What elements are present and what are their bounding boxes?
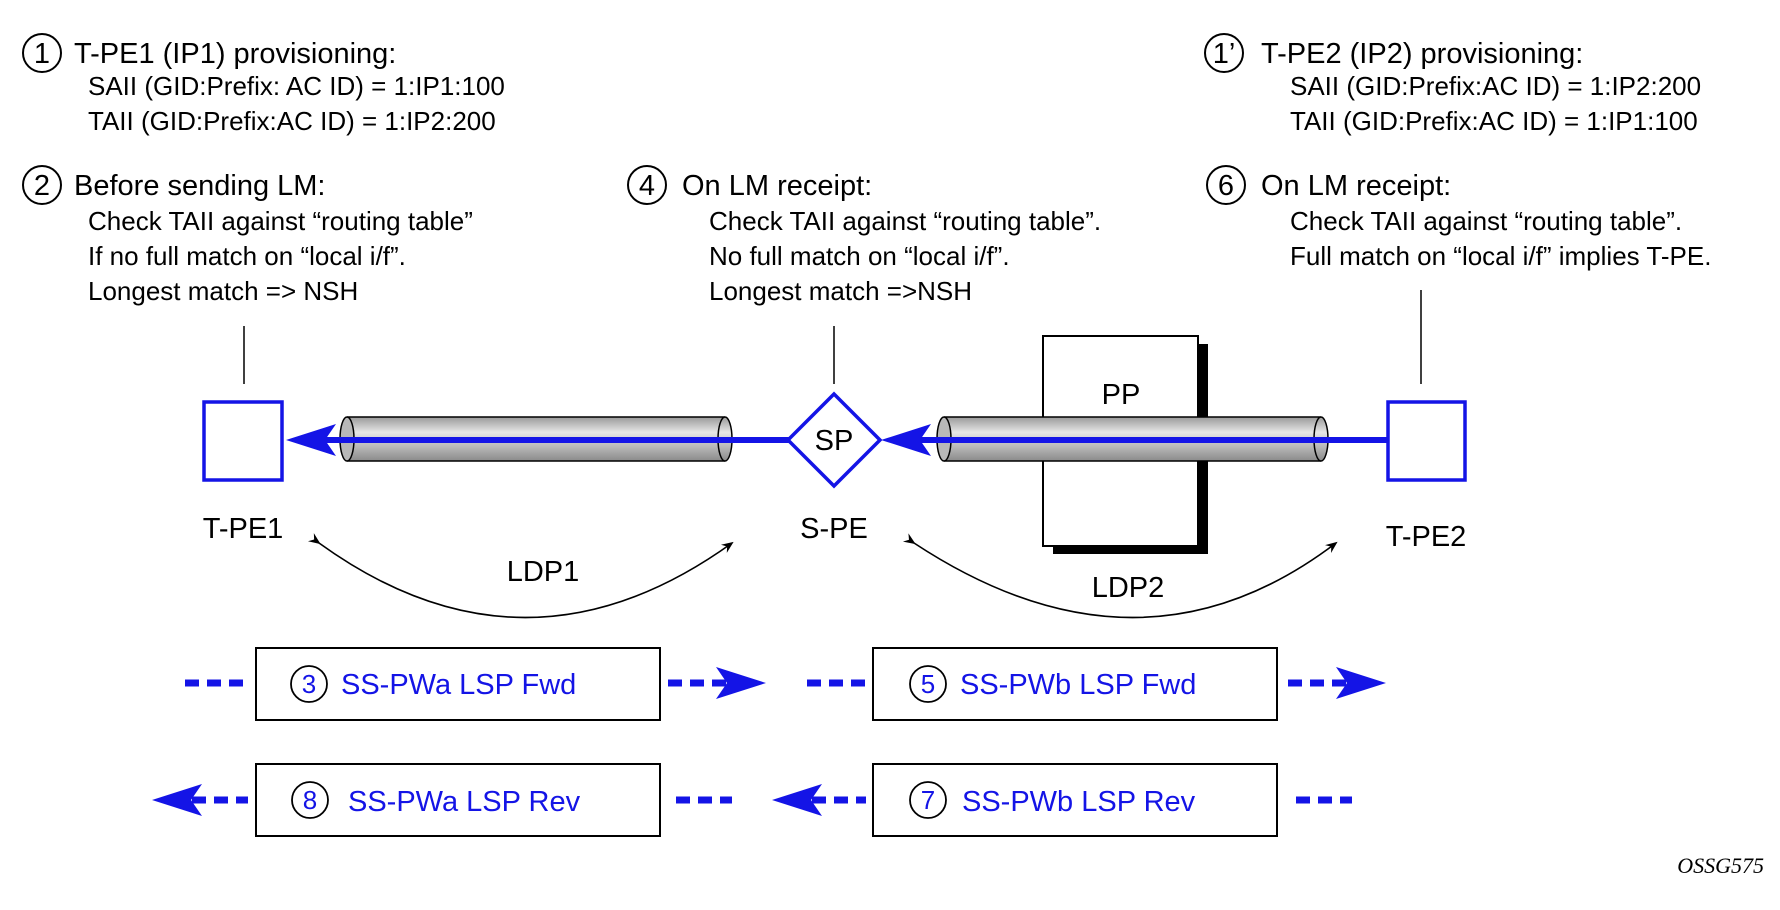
pw-arrowhead-to-spe: [881, 424, 931, 456]
tpe2-label: T-PE2: [1386, 521, 1467, 553]
msg-3-number: 3: [302, 669, 316, 699]
spe-label: S-PE: [800, 513, 868, 545]
step-1prime-number: 1’: [1213, 38, 1236, 70]
msg-3-arrowhead: [716, 667, 766, 699]
tpe1-label: T-PE1: [203, 513, 284, 545]
note-6-line-2: Full match on “local i/f” implies T-PE.: [1290, 241, 1711, 271]
pp-label: PP: [1102, 379, 1141, 411]
step-1-number: 1: [34, 38, 50, 70]
step-6-circle: [1206, 165, 1246, 205]
note-2-line-3: Longest match => NSH: [88, 276, 358, 306]
sp-label: SP: [815, 425, 854, 457]
step-1prime-circle: [1204, 33, 1244, 73]
sp-diamond: [785, 391, 883, 489]
note-4-title: On LM receipt:: [682, 170, 872, 202]
msg-7-box: [872, 763, 1278, 837]
note-4-line-1: Check TAII against “routing table”.: [709, 206, 1101, 236]
ldp1-label: LDP1: [507, 556, 580, 588]
note-2-line-1: Check TAII against “routing table”: [88, 206, 473, 236]
msg-5-label: SS-PWb LSP Fwd: [960, 669, 1196, 701]
step-2-number: 2: [34, 170, 50, 202]
msg-7-arrowhead: [772, 784, 822, 816]
tpe2-node: [1386, 400, 1467, 482]
note-6-tpe2-lm-receipt: 6 On LM receipt: Check TAII against “rou…: [1206, 165, 1711, 271]
sp-node: SP: [785, 391, 883, 489]
msg-7-number: 7: [921, 785, 935, 815]
step-6-number: 6: [1218, 170, 1234, 202]
msg-3-circle: [290, 665, 328, 703]
note-1prime-title: T-PE2 (IP2) provisioning:: [1261, 38, 1583, 70]
message-8-ss-pwa-lsp-rev: 8 SS-PWa LSP Rev: [152, 763, 732, 837]
note-1prime-line-2: TAII (GID:Prefix:AC ID) = 1:IP1:100: [1290, 106, 1698, 136]
note-1-title: T-PE1 (IP1) provisioning:: [74, 38, 396, 70]
msg-8-number: 8: [303, 785, 317, 815]
ldp1-arc: [307, 533, 734, 619]
note-1-line-2: TAII (GID:Prefix:AC ID) = 1:IP2:200: [88, 106, 496, 136]
step-1-circle: [22, 33, 62, 73]
msg-5-box: [872, 647, 1278, 721]
note-4-line-3: Longest match =>NSH: [709, 276, 972, 306]
note-1prime-line-1: SAII (GID:Prefix:AC ID) = 1:IP2:200: [1290, 71, 1701, 101]
note-1-line-1: SAII (GID:Prefix: AC ID) = 1:IP1:100: [88, 71, 505, 101]
figure-id: OSSG575: [1677, 853, 1764, 878]
note-2-before-sending-lm: 2 Before sending LM: Check TAII against …: [22, 165, 473, 306]
step-2-circle: [22, 165, 62, 205]
tpe1-node: [202, 400, 284, 482]
message-3-ss-pwa-lsp-fwd: 3 SS-PWa LSP Fwd: [185, 647, 766, 721]
note-2-line-2: If no full match on “local i/f”.: [88, 241, 406, 271]
note-1-tpe1-provisioning: 1 T-PE1 (IP1) provisioning: SAII (GID:Pr…: [22, 33, 505, 136]
step-4-circle: [627, 165, 667, 205]
message-7-ss-pwb-lsp-rev: 7 SS-PWb LSP Rev: [772, 763, 1352, 837]
msg-7-circle: [909, 781, 947, 819]
msg-8-label: SS-PWa LSP Rev: [348, 786, 581, 818]
msg-8-box: [255, 763, 661, 837]
note-2-title: Before sending LM:: [74, 170, 325, 202]
msg-7-label: SS-PWb LSP Rev: [962, 786, 1196, 818]
msg-5-circle: [909, 665, 947, 703]
message-5-ss-pwb-lsp-fwd: 5 SS-PWb LSP Fwd: [807, 647, 1386, 721]
note-4-spe-lm-receipt: 4 On LM receipt: Check TAII against “rou…: [627, 165, 1101, 306]
msg-5-number: 5: [921, 669, 935, 699]
ldp2-arc: [902, 533, 1338, 619]
msg-5-arrowhead: [1336, 667, 1386, 699]
pseudowire-path: [286, 424, 1388, 456]
msg-3-label: SS-PWa LSP Fwd: [341, 669, 576, 701]
note-6-line-1: Check TAII against “routing table”.: [1290, 206, 1682, 236]
msg-3-box: [255, 647, 661, 721]
pw-arrowhead-to-tpe1: [286, 424, 336, 456]
msg-8-circle: [291, 781, 329, 819]
ldp2-label: LDP2: [1092, 572, 1165, 604]
step-4-number: 4: [639, 170, 655, 202]
note-1prime-tpe2-provisioning: 1’ T-PE2 (IP2) provisioning: SAII (GID:P…: [1204, 33, 1701, 136]
note-4-line-2: No full match on “local i/f”.: [709, 241, 1010, 271]
note-6-title: On LM receipt:: [1261, 170, 1451, 202]
msg-8-arrowhead: [152, 784, 202, 816]
